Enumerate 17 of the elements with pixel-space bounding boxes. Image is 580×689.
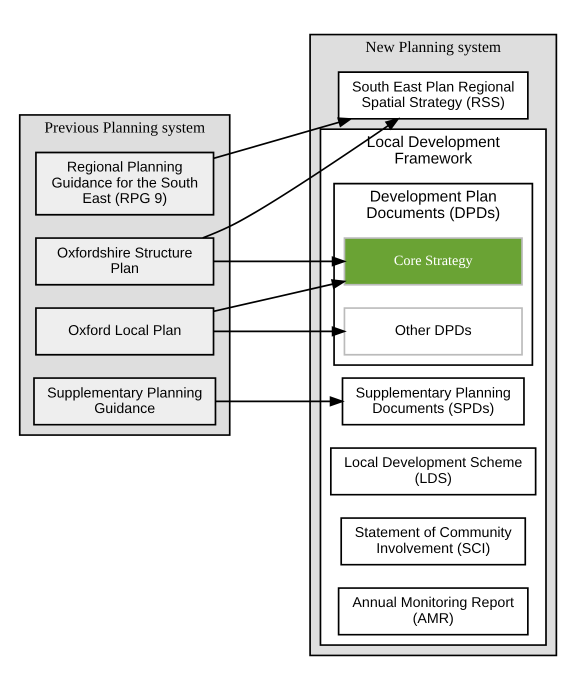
node-box: South East Plan Regional Spatial Strategy (RSS) xyxy=(338,70,529,120)
node-box: Regional Planning Guidance for the South East (RPG 9) xyxy=(35,151,214,216)
node-box: Supplementary Planning Documents (SPDs) xyxy=(342,376,525,426)
arrow xyxy=(214,256,347,266)
arrow xyxy=(214,278,347,312)
node-box: Oxfordshire Structure Plan xyxy=(35,236,214,286)
node-box: Supplementary Planning Guidance xyxy=(33,376,216,426)
node-box: Oxford Local Plan xyxy=(35,306,214,356)
arrow xyxy=(216,396,345,406)
node-box: Annual Monitoring Report (AMR) xyxy=(338,586,529,636)
node-box: Statement of Community Involvement (SCI) xyxy=(340,516,526,566)
arrow xyxy=(214,326,347,336)
arrow xyxy=(202,116,400,238)
node-box: Local Development Scheme (LDS) xyxy=(330,446,536,496)
node-box: Core Strategy xyxy=(344,236,523,286)
node-box: Other DPDs xyxy=(344,306,523,356)
arrow xyxy=(213,116,354,159)
